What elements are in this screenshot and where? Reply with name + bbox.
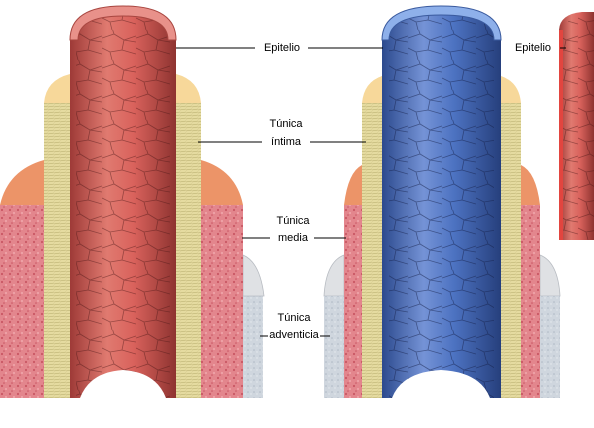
artery-bottom-opening [80,370,166,398]
capillary-vessel [559,12,594,240]
vein-adventicia-layer [324,296,344,398]
artery-intima-layer-left [44,103,70,398]
capillary-lumen-cells [563,17,594,240]
label-epitelio-vein: Epitelio [515,42,551,54]
vein-media-cap-right [521,165,540,205]
vein-media-layer-right [521,205,540,398]
leader-lines [176,47,566,337]
label-epitelio: Epitelio [264,42,300,54]
vein-intima-cap-right [501,76,521,103]
vein-lumen-cells [389,13,494,398]
label-adventicia-line2: adventicia [269,329,319,341]
artery-intima-cap [44,74,70,103]
capillary-epitelio [559,30,563,240]
artery-intima-cap-right [176,74,201,103]
vein-media-layer-left [344,205,362,398]
artery-adventicia-cap [242,254,265,297]
artery-rim [69,5,177,41]
artery-lumen-cells [76,12,170,398]
vein-bottom-opening [392,370,490,398]
vein-intima-layer-left [362,103,382,398]
vein-adventicia-layer-right [540,296,560,398]
label-adventicia-line1: Túnica [277,312,311,324]
vein-adventicia-cap-right [539,254,561,297]
vein-adventicia-cap [323,254,345,297]
vein-intima-cap [362,76,382,103]
label-media-line1: Túnica [276,215,310,227]
artery-vessel [0,5,265,398]
vein-rim [381,5,502,41]
artery-intima-layer-right [176,103,201,398]
labels: Epitelio Epitelio Túnica íntima Túnica m… [264,42,551,341]
artery-media-layer-right [201,205,243,398]
vein-media-cap [344,165,362,205]
label-intima-line1: Túnica [269,118,303,130]
label-intima-line2: íntima [271,136,302,148]
artery-media-cap-right [201,160,243,205]
vein-vessel [323,5,561,398]
artery-media-cap [0,160,44,205]
artery-media-layer-left [0,205,44,398]
vein-intima-layer-right [501,103,521,398]
label-media-line2: media [278,232,309,244]
